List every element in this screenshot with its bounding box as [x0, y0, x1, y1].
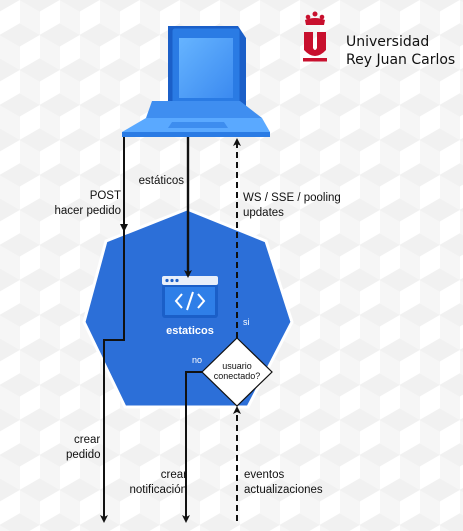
label-create-order-line-1: crear — [74, 434, 100, 446]
code-window-icon — [162, 276, 218, 318]
label-post-line-1: POST — [90, 190, 121, 202]
label-no: no — [192, 355, 202, 365]
label-ws-line-1: WS / SSE / pooling — [243, 192, 341, 204]
logo-u-mark — [303, 32, 327, 62]
service-label: estaticos — [166, 325, 214, 337]
label-create-notification-line-2: notificación — [129, 484, 187, 496]
decision-label-line-1: usuario — [222, 361, 252, 371]
laptop-icon — [122, 26, 270, 137]
post-arrow — [100, 137, 125, 523]
no-branch-arrow — [182, 371, 202, 523]
label-ws-line-2: updates — [243, 207, 284, 219]
university-logo: Universidad Rey Juan Carlos — [303, 11, 455, 68]
logo-line-1: Universidad — [346, 34, 429, 50]
label-si: si — [243, 317, 250, 327]
label-create-notification-line-1: crear — [161, 469, 187, 481]
label-static: estáticos — [139, 175, 185, 187]
label-post-line-2: hacer pedido — [55, 205, 122, 217]
decision-diamond: usuario conectado? — [201, 337, 273, 407]
label-events-line-1: eventos — [244, 469, 285, 481]
crown-icon — [305, 11, 325, 25]
logo-line-2: Rey Juan Carlos — [346, 52, 455, 68]
label-events-line-2: actualizaciones — [244, 484, 323, 496]
decision-label-line-2: conectado? — [214, 371, 261, 381]
label-create-order-line-2: pedido — [66, 449, 101, 461]
